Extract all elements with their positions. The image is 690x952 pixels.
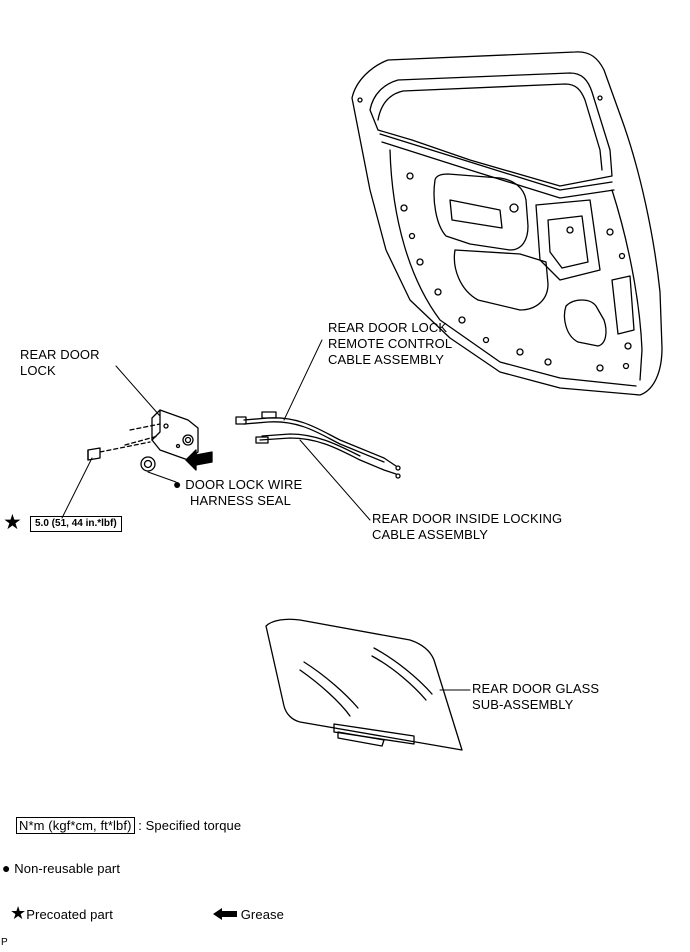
legend-precoated: ★Precoated part — [10, 903, 113, 923]
legend-non-reusable: ● Non-reusable part — [2, 860, 120, 877]
label-line: REAR DOOR — [20, 347, 100, 362]
label-line: REAR DOOR LOCK — [328, 320, 448, 335]
grease-arrow-icon — [185, 449, 213, 471]
legend-torque-unit: N*m (kgf*cm, ft*lbf) — [16, 817, 135, 834]
label-line: LOCK — [20, 363, 56, 378]
legend-precoated-label: Precoated part — [26, 907, 113, 922]
dot-icon: ● — [173, 476, 182, 492]
grease-arrow-icon — [213, 908, 237, 920]
footer-code: P — [1, 937, 8, 948]
star-icon: ★ — [10, 903, 27, 923]
label-line: REMOTE CONTROL — [328, 336, 453, 351]
harness-seal-part — [140, 456, 156, 472]
label-line: CABLE ASSEMBLY — [372, 527, 489, 542]
label-line: CABLE ASSEMBLY — [328, 352, 445, 367]
dot-icon: ● — [2, 860, 11, 876]
label-wire-harness-seal: ● DOOR LOCK WIRE HARNESS SEAL — [173, 476, 302, 509]
label-line: SUB-ASSEMBLY — [472, 697, 574, 712]
leader-lines — [61, 339, 471, 691]
legend-grease: Grease — [213, 907, 284, 923]
door-lock-part — [87, 409, 199, 461]
label-line: REAR DOOR INSIDE LOCKING — [372, 511, 563, 526]
legend-torque-desc: : Specified torque — [138, 818, 242, 833]
torque-spec-box: 5.0 (51, 44 in.*lbf) — [30, 516, 122, 532]
label-line: REAR DOOR GLASS — [472, 681, 600, 696]
legend-non-reusable-label: Non-reusable part — [14, 861, 121, 876]
label-inside-locking-cable: REAR DOOR INSIDE LOCKING CABLE ASSEMBLY — [372, 511, 562, 543]
label-rear-door-lock: REAR DOOR LOCK — [20, 347, 100, 379]
legend-grease-label: Grease — [240, 907, 284, 922]
label-line: DOOR LOCK WIRE — [185, 477, 303, 492]
label-remote-control-cable: REAR DOOR LOCK REMOTE CONTROL CABLE ASSE… — [328, 320, 452, 368]
legend-torque: N*m (kgf*cm, ft*lbf) : Specified torque — [16, 817, 242, 834]
star-icon: ★ — [3, 511, 22, 534]
door-panel — [351, 51, 663, 396]
label-line: HARNESS SEAL — [190, 493, 291, 508]
cable-assemblies — [235, 411, 401, 479]
label-door-glass: REAR DOOR GLASS SUB-ASSEMBLY — [472, 681, 599, 713]
door-glass-part — [265, 618, 463, 751]
